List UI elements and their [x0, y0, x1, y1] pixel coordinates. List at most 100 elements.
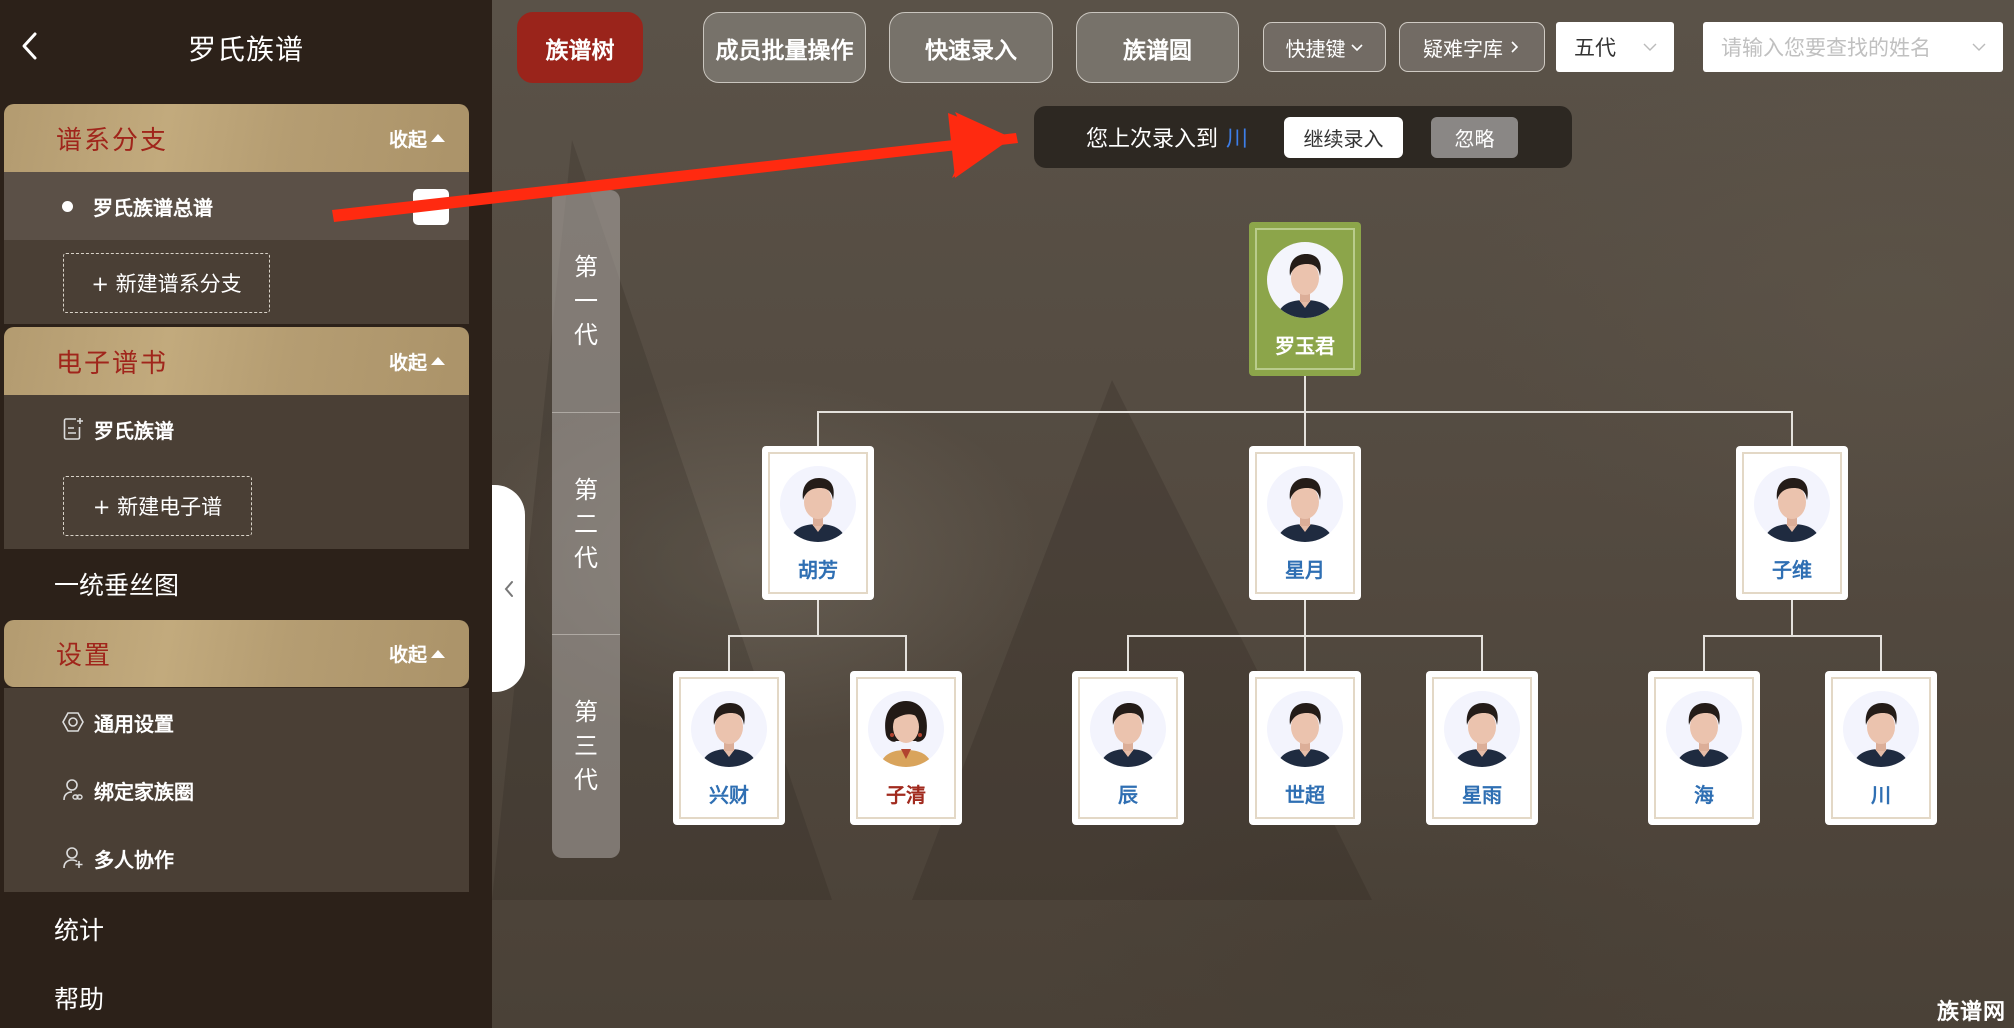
member-node[interactable]: 胡芳 — [762, 446, 874, 600]
generation-label-2[interactable]: 第二代 — [552, 412, 620, 634]
connector-line — [1304, 376, 1306, 412]
member-node[interactable]: 星雨 — [1426, 671, 1538, 825]
member-node[interactable]: 星月 — [1249, 446, 1361, 600]
sidebar-item-label: 罗氏族谱 — [94, 418, 174, 443]
rare-characters-label: 疑难字库 — [1423, 36, 1503, 61]
triangle-up-icon — [431, 134, 445, 142]
node-frame — [679, 677, 779, 819]
male-avatar-icon — [1267, 242, 1343, 318]
tab-family-circle[interactable]: 族谱圆 — [1076, 12, 1239, 83]
chevron-down-icon — [1350, 44, 1363, 52]
member-node[interactable]: 子维 — [1736, 446, 1848, 600]
sidebar-item-collaboration[interactable]: 多人协作 — [4, 824, 469, 892]
member-name: 胡芳 — [798, 558, 838, 582]
member-node[interactable]: 子清 — [850, 671, 962, 825]
user-link-icon — [62, 778, 84, 802]
sidebar-item-bind-family-circle[interactable]: 绑定家族圈 — [4, 756, 469, 824]
collapse-sidebar-button[interactable] — [492, 485, 525, 692]
notice-member-link[interactable]: 川 — [1226, 127, 1249, 152]
sidebar-item-ebook[interactable]: 罗氏族谱 — [4, 395, 469, 463]
generation-select[interactable]: 五代 — [1556, 22, 1674, 72]
node-frame — [1255, 677, 1355, 819]
generation-label-1[interactable]: 第一代 — [552, 190, 620, 412]
generation-char: 三 — [574, 731, 598, 760]
tab-family-tree[interactable]: 族谱树 — [517, 12, 643, 83]
generation-text: 第一代 — [574, 250, 598, 352]
section-body-ebook: 罗氏族谱 + 新建电子谱 — [4, 395, 469, 549]
chevron-left-icon — [504, 580, 513, 597]
member-node-root[interactable]: 罗玉君 — [1249, 222, 1361, 376]
bullet-icon — [62, 200, 73, 212]
node-frame — [768, 452, 868, 594]
sidebar-item-main-lineage[interactable]: 罗氏族谱总谱 — [4, 172, 469, 240]
search-placeholder: 请输入您要查找的姓名 — [1721, 36, 1931, 60]
back-button[interactable] — [12, 28, 48, 64]
sidebar-item-label: 绑定家族圈 — [94, 779, 194, 804]
member-node[interactable]: 辰 — [1072, 671, 1184, 825]
chevron-down-icon — [1643, 43, 1657, 51]
member-node[interactable]: 世超 — [1249, 671, 1361, 825]
generation-char: 代 — [574, 765, 598, 794]
connector-line — [1791, 600, 1793, 636]
section-header-settings[interactable]: 设置 收起 — [4, 620, 469, 687]
member-name: 星雨 — [1462, 783, 1502, 807]
member-node[interactable]: 兴财 — [673, 671, 785, 825]
shortcuts-dropdown[interactable]: 快捷键 — [1263, 22, 1386, 72]
generation-char: 代 — [574, 543, 598, 572]
sidebar-item-pedigree-chart[interactable]: 一统垂丝图 — [54, 571, 180, 600]
generation-char: 二 — [574, 509, 598, 538]
resume-entry-notice: 您上次录入到 川 继续录入 忽略 — [1034, 106, 1572, 168]
collapse-toggle[interactable]: 收起 — [389, 640, 445, 667]
new-ebook-button[interactable]: + 新建电子谱 — [63, 476, 252, 536]
male-avatar-icon — [1666, 691, 1742, 767]
connector-line — [1880, 635, 1882, 671]
sidebar: 罗氏族谱 谱系分支 收起 罗氏族谱总谱 + 新建谱系分支 电子谱书 收起 罗氏族… — [0, 0, 492, 1028]
section-header-ebook[interactable]: 电子谱书 收起 — [4, 327, 469, 395]
collapse-toggle[interactable]: 收起 — [389, 348, 445, 375]
male-avatar-icon — [1444, 691, 1520, 767]
sidebar-item-help[interactable]: 帮助 — [54, 985, 105, 1014]
sidebar-item-general-settings[interactable]: 通用设置 — [4, 688, 469, 756]
section-title: 电子谱书 — [56, 348, 169, 379]
continue-entry-button[interactable]: 继续录入 — [1284, 117, 1403, 158]
generation-label-3[interactable]: 第三代 — [552, 634, 620, 856]
chevron-right-icon — [1511, 41, 1519, 53]
section-header-lineage[interactable]: 谱系分支 收起 — [4, 104, 469, 172]
member-name: 川 — [1871, 783, 1891, 807]
generation-char: 第 — [574, 253, 598, 281]
connector-line — [1304, 600, 1306, 636]
rare-characters-button[interactable]: 疑难字库 — [1399, 22, 1545, 72]
chevron-left-icon — [22, 32, 37, 60]
collapse-label: 收起 — [388, 351, 427, 374]
section-body-lineage: 罗氏族谱总谱 + 新建谱系分支 — [4, 172, 469, 324]
tab-quick-entry[interactable]: 快速录入 — [889, 12, 1053, 83]
sidebar-header: 罗氏族谱 — [0, 0, 492, 92]
male-avatar-icon — [1754, 466, 1830, 542]
member-node[interactable]: 川 — [1825, 671, 1937, 825]
connector-line — [905, 635, 907, 671]
connector-line — [1703, 635, 1705, 671]
new-lineage-branch-button[interactable]: + 新建谱系分支 — [63, 253, 270, 313]
settings-hex-icon — [62, 710, 84, 734]
connector-line — [1791, 411, 1793, 446]
collapse-label: 收起 — [388, 128, 427, 151]
node-frame — [856, 677, 956, 819]
member-search-input[interactable]: 请输入您要查找的姓名 — [1703, 22, 2003, 72]
ignore-button[interactable]: 忽略 — [1431, 117, 1518, 158]
collapse-toggle[interactable]: 收起 — [389, 125, 445, 152]
section-title: 设置 — [56, 641, 113, 671]
sidebar-title: 罗氏族谱 — [187, 33, 304, 66]
male-avatar-icon — [1843, 691, 1919, 767]
tab-batch-members[interactable]: 成员批量操作 — [703, 12, 866, 83]
item-action-chip[interactable] — [413, 189, 449, 225]
generation-select-value: 五代 — [1574, 36, 1616, 60]
male-avatar-icon — [1267, 691, 1343, 767]
sidebar-item-label: 通用设置 — [94, 711, 174, 736]
member-name: 兴财 — [709, 783, 749, 807]
node-frame — [1078, 677, 1178, 819]
sidebar-item-statistics[interactable]: 统计 — [54, 916, 105, 945]
member-name: 罗玉君 — [1275, 334, 1335, 358]
triangle-up-icon — [431, 649, 445, 658]
member-node[interactable]: 海 — [1648, 671, 1760, 825]
generation-column: 第一代 第二代 第三代 — [552, 190, 620, 858]
